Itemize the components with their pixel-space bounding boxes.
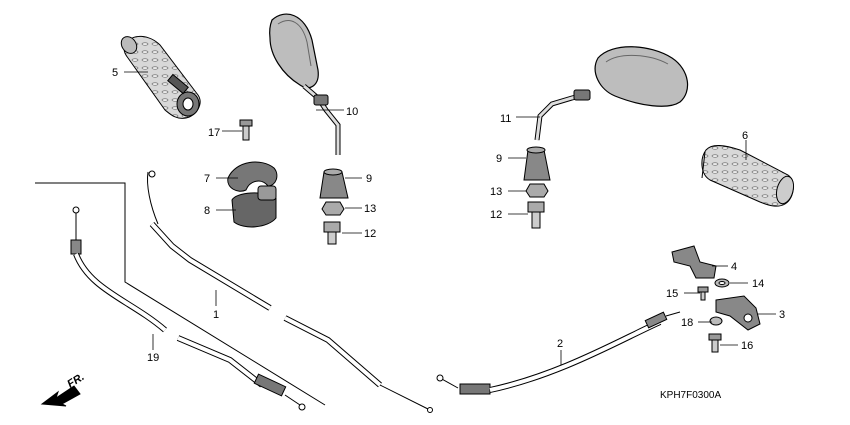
callout-11: 11 <box>500 113 511 125</box>
front-label: FR. <box>65 371 86 391</box>
callout-leaders <box>124 71 776 365</box>
throttle-cable-part-19 <box>70 206 306 411</box>
callout-16: 16 <box>741 340 753 352</box>
lever-part-3 <box>715 295 761 331</box>
section-divider-line <box>35 182 326 406</box>
mirror-nut-right-part-13 <box>525 183 549 198</box>
callout-3: 3 <box>779 309 785 321</box>
bolt-part-16 <box>708 333 722 353</box>
left-grip-part-5 <box>120 35 201 119</box>
callout-9-left: 9 <box>366 173 372 185</box>
callout-14: 14 <box>752 278 764 290</box>
clutch-cable-part-2 <box>436 311 681 395</box>
callout-6: 6 <box>742 130 748 142</box>
throttle-cable-part-1 <box>147 170 433 413</box>
left-mirror-part-10 <box>269 13 341 155</box>
mirror-boot-right-part-9 <box>523 146 551 181</box>
callout-10: 10 <box>346 106 358 118</box>
callout-13-right: 13 <box>490 186 502 198</box>
bracket-part-4 <box>671 245 717 279</box>
callout-5: 5 <box>112 67 118 79</box>
mirror-adapter-right-part-12 <box>527 201 545 229</box>
callout-1: 1 <box>213 309 219 321</box>
right-mirror-part-11 <box>534 46 689 141</box>
callout-4: 4 <box>731 261 737 273</box>
bolt-part-17 <box>239 119 253 141</box>
callout-19: 19 <box>147 352 159 364</box>
callout-2: 2 <box>557 338 563 350</box>
callout-8: 8 <box>204 205 210 217</box>
screw-part-15 <box>697 286 709 301</box>
washer-part-14 <box>714 278 730 288</box>
callout-7: 7 <box>204 173 210 185</box>
front-direction-arrow: FR. <box>40 371 87 407</box>
callout-17: 17 <box>208 127 220 139</box>
right-grip-part-6 <box>701 145 795 207</box>
mirror-adapter-left-part-12 <box>323 221 341 245</box>
callout-12-left: 12 <box>364 228 376 240</box>
washer-part-18 <box>709 316 723 326</box>
diagram-code: KPH7F0300A <box>660 390 721 401</box>
mirror-boot-left-part-9 <box>319 168 349 199</box>
mirror-nut-left-part-13 <box>321 201 345 216</box>
callout-9-right: 9 <box>496 153 502 165</box>
throttle-housing-part-8 <box>231 185 277 228</box>
callout-13-left: 13 <box>364 203 376 215</box>
callout-18: 18 <box>681 317 693 329</box>
callout-12-right: 12 <box>490 209 502 221</box>
callout-15: 15 <box>666 288 678 300</box>
